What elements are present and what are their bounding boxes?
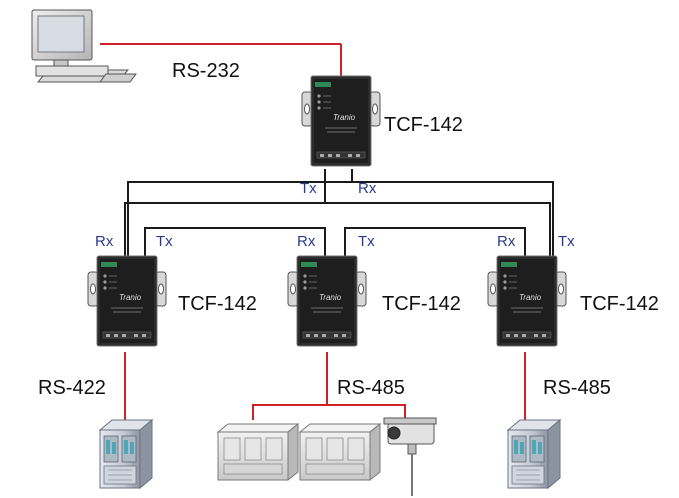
node1-model-label: TCF-142 [178, 293, 257, 315]
node3-model-label: TCF-142 [580, 293, 659, 315]
node-converter-icon-1 [87, 255, 167, 347]
fiber-tx-right [325, 202, 551, 256]
fiber-links [124, 169, 554, 256]
node2-model-label: TCF-142 [382, 293, 461, 315]
control-unit-icon-1 [217, 423, 299, 481]
node1-rx-label: Rx [95, 233, 114, 250]
node3-interface-label: RS-485 [543, 377, 611, 399]
node2-rx-label: Rx [297, 233, 316, 250]
fiber-rx-left [127, 181, 352, 256]
rs485-bus [252, 404, 406, 420]
hub-converter-icon [301, 75, 381, 167]
node1-tx-label: Tx [156, 233, 173, 250]
node-converter-icon-2 [287, 255, 367, 347]
hub-tx-label: Tx [300, 180, 317, 197]
serial-links [100, 43, 526, 420]
hub-model-label: TCF-142 [384, 114, 463, 136]
control-unit-icon-2 [299, 423, 381, 481]
rs232-label: RS-232 [172, 60, 240, 82]
industrial-cabinet-icon-2 [507, 419, 561, 489]
hub-rx-label: Rx [358, 180, 377, 197]
industrial-cabinet-icon-1 [99, 419, 153, 489]
node1-interface-label: RS-422 [38, 377, 106, 399]
fiber-rx-right [351, 169, 554, 256]
fiber-ring-right [344, 227, 526, 256]
fiber-tx-left [124, 169, 326, 256]
node3-rx-label: Rx [497, 233, 516, 250]
node2-interface-label: RS-485 [337, 377, 405, 399]
node-converter-icon-3 [487, 255, 567, 347]
desktop-computer-icon [31, 9, 137, 83]
security-camera-icon [383, 417, 437, 496]
fiber-ring-left [144, 227, 326, 256]
node2-tx-label: Tx [358, 233, 375, 250]
node3-tx-label: Tx [558, 233, 575, 250]
